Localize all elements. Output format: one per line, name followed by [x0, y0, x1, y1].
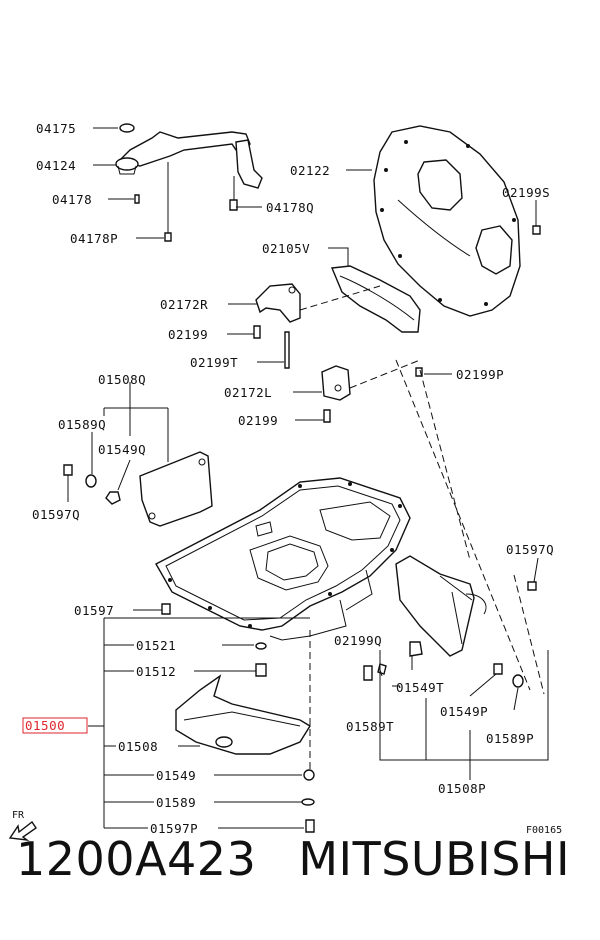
oil-strainer-group	[115, 123, 263, 242]
bolt-04178	[134, 194, 140, 204]
oil-pan-group	[155, 477, 411, 641]
gasket-01521	[255, 642, 267, 650]
front-direction-indicator: FR	[8, 810, 37, 841]
part-number: 1200A423	[16, 832, 257, 886]
nut-01549Q	[105, 491, 121, 505]
washer-01589Q	[85, 474, 97, 488]
label-02122: 02122	[290, 163, 330, 178]
rear-plate-hole-lower	[475, 225, 513, 275]
o-ring-04175	[119, 123, 135, 133]
strainer-flange-04124	[115, 157, 139, 171]
bolt-02199-a	[253, 325, 261, 339]
bolt-02199Q	[363, 665, 373, 681]
bolt-01597Q-right	[527, 581, 537, 591]
baffle-01508Q	[139, 451, 213, 527]
label-01508Q: 01508Q	[98, 372, 146, 387]
label-01597P: 01597P	[150, 821, 198, 836]
label-02199-a: 02199	[168, 327, 208, 342]
oil-strainer-body	[235, 139, 263, 189]
label-01589T: 01589T	[346, 719, 394, 734]
washer-01589	[301, 798, 315, 806]
nut-01549P	[493, 663, 503, 675]
label-04178: 04178	[52, 192, 92, 207]
label-01549P: 01549P	[440, 704, 488, 719]
brand-name: MITSUBISHI	[298, 832, 571, 886]
bolt-04178P	[164, 232, 172, 242]
label-01521: 01521	[136, 638, 176, 653]
label-01500: 01500	[25, 718, 65, 733]
label-04175: 04175	[36, 121, 76, 136]
bolt-01597Q-left	[63, 464, 73, 476]
fr-label: FR	[12, 810, 25, 821]
part-labels: 04175 04124 04178 04178P 04178Q 02122 02…	[22, 121, 554, 836]
right-baffle-group	[363, 555, 545, 695]
washer-01589T	[377, 663, 387, 675]
lower-pan-group	[175, 630, 315, 833]
label-01597: 01597	[74, 603, 114, 618]
label-01589Q: 01589Q	[58, 417, 106, 432]
bolt-02199T	[284, 331, 290, 369]
label-02199T: 02199T	[190, 355, 238, 370]
label-02172L: 02172L	[224, 385, 272, 400]
label-02199P: 02199P	[456, 367, 504, 382]
bolt-01597	[161, 603, 171, 615]
lower-pan-01508	[175, 674, 311, 755]
label-02199Q: 02199Q	[334, 633, 382, 648]
cover-group	[253, 265, 531, 691]
label-01512: 01512	[136, 664, 176, 679]
bracket-02172R	[255, 283, 301, 323]
highlight-box-01500	[22, 717, 88, 734]
cover-02105V	[330, 265, 421, 333]
label-01549Q: 01549Q	[98, 442, 146, 457]
front-arrow-icon	[8, 820, 37, 841]
label-04178Q: 04178Q	[266, 200, 314, 215]
bolt-01597P	[305, 819, 315, 833]
nut-01549T	[409, 641, 423, 657]
label-01597Q-right: 01597Q	[506, 542, 554, 557]
leader-lines	[88, 127, 549, 829]
label-04124: 04124	[36, 158, 76, 173]
label-02105V: 02105V	[262, 241, 310, 256]
label-01597Q-left: 01597Q	[32, 507, 80, 522]
baffle-01508P	[395, 555, 475, 657]
baffle-group	[63, 451, 213, 527]
label-01589P: 01589P	[486, 731, 534, 746]
label-02199-b: 02199	[238, 413, 278, 428]
label-01549: 01549	[156, 768, 196, 783]
figure-code: F00165	[526, 825, 562, 836]
label-01589: 01589	[156, 795, 196, 810]
washer-01589P	[512, 674, 524, 688]
oil-pan-01500	[155, 477, 411, 631]
label-01508: 01508	[118, 739, 158, 754]
rear-plate-hole-upper	[417, 159, 463, 211]
oil-strainer-tube	[118, 131, 251, 167]
label-04178P: 04178P	[70, 231, 118, 246]
label-01508P: 01508P	[438, 781, 486, 796]
rear-plate-02122	[373, 125, 521, 317]
part-caption: 1200A423 MITSUBISHI	[16, 832, 596, 886]
label-01549T: 01549T	[396, 680, 444, 695]
bolt-04178Q	[229, 199, 238, 211]
label-02199S: 02199S	[502, 185, 550, 200]
bracket-02172L	[321, 365, 351, 401]
label-02172R: 02172R	[160, 297, 208, 312]
bolt-02199-b	[323, 409, 331, 423]
rear-plate-group	[373, 125, 541, 317]
bolt-02199S	[532, 225, 541, 235]
nut-01549	[303, 769, 315, 781]
plug-01512	[255, 663, 267, 677]
